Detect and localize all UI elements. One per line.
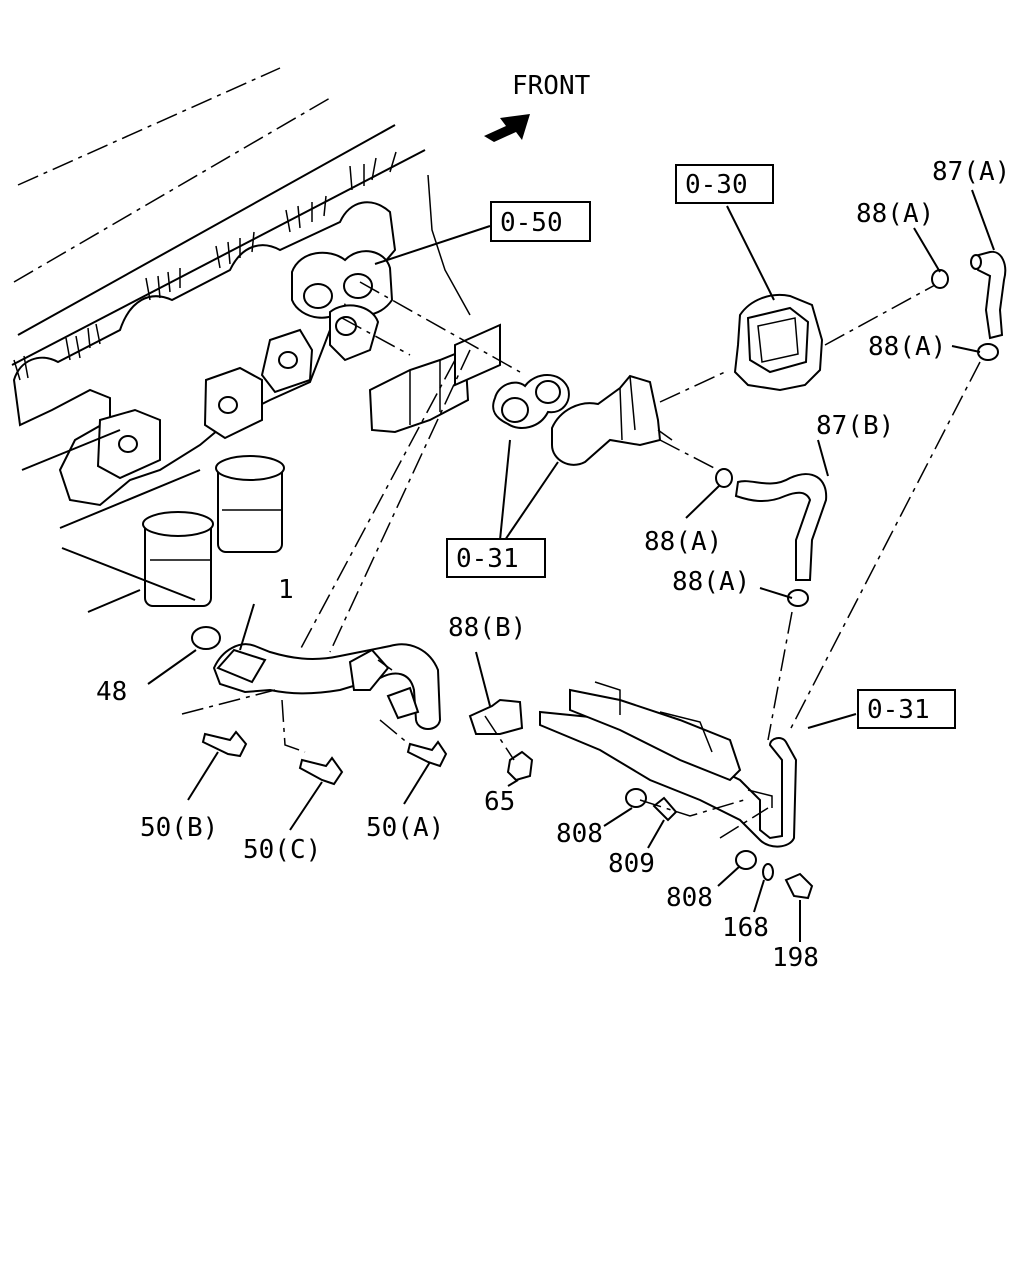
label-808-lower: 808 [666,883,713,913]
label-87b: 87(B) [816,411,894,441]
label-88a-mid: 88(A) [644,527,722,557]
front-indicator: FRONT [484,71,591,142]
engine-manifold-art [11,67,501,613]
label-168: 168 [722,913,769,943]
front-arrow-icon [484,114,530,142]
front-label: FRONT [512,71,591,101]
ref-box-0-30: 0-30 [675,164,774,204]
label-808-upper: 808 [556,819,603,849]
label-1: 1 [278,575,294,605]
label-50c: 50(C) [243,835,321,865]
leader-lines [147,189,995,942]
ref-label-0-31-left: 0-31 [456,544,519,574]
label-50a: 50(A) [366,813,444,843]
label-809: 809 [608,849,655,879]
ref-box-0-31-left: 0-31 [446,538,546,578]
ref-box-0-31-right: 0-31 [857,689,956,729]
hose-art [715,250,1007,607]
pipe-assembly-art [191,626,534,786]
label-198: 198 [772,943,819,973]
label-88a-right: 88(A) [868,332,946,362]
ref-label-0-31-right: 0-31 [867,695,930,725]
label-87a: 87(A) [932,157,1010,187]
label-88a-top: 88(A) [856,199,934,229]
ref-label-0-30: 0-30 [685,170,748,200]
ref-box-0-50: 0-50 [490,201,591,242]
label-48: 48 [96,677,127,707]
part-labels: 87(A) 88(A) 88(A) 87(B) 88(A) 88(A) 1 48… [96,157,1010,973]
label-65: 65 [484,787,515,817]
label-50b: 50(B) [140,813,218,843]
label-88a-lower: 88(A) [672,567,750,597]
egr-valve-art [492,294,824,466]
label-88b: 88(B) [448,613,526,643]
ref-label-0-50: 0-50 [500,208,563,238]
water-pipe-art [539,681,814,900]
